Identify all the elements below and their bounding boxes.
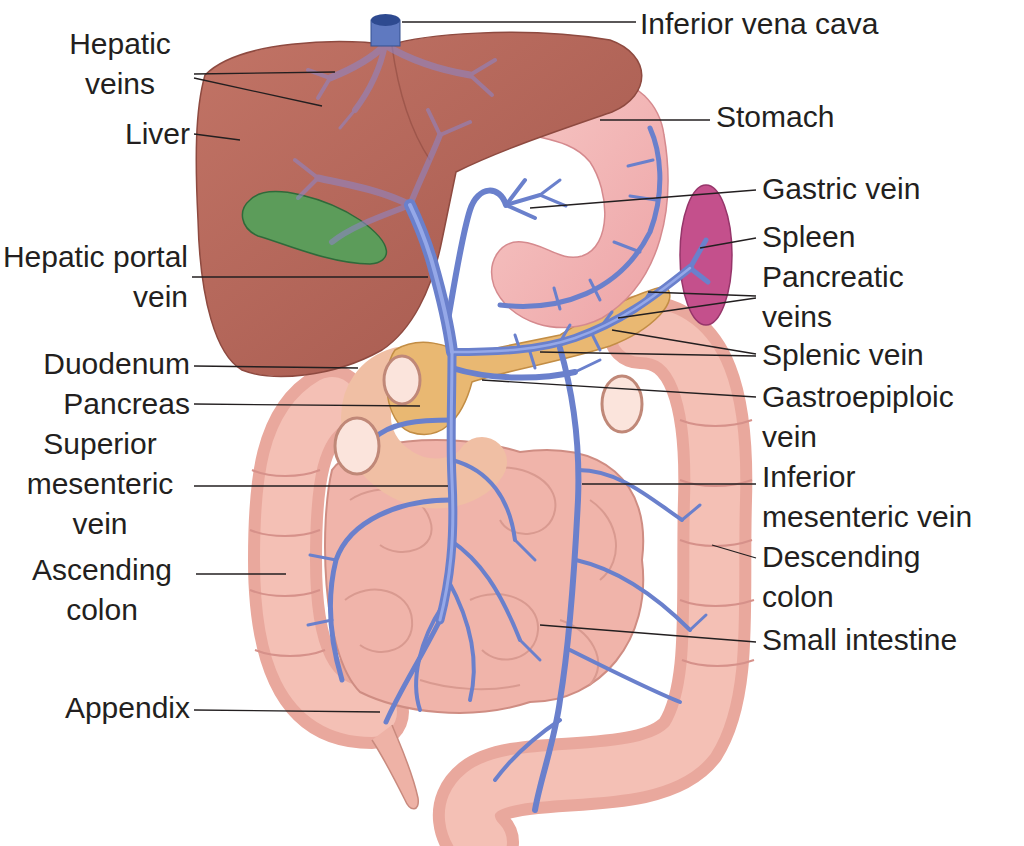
part-label: Inferior mesenteric vein xyxy=(762,457,992,537)
part-label: Gastroepiploic vein xyxy=(762,377,1002,457)
hepatic-vein-branches xyxy=(308,45,495,128)
part-label: Splenic vein xyxy=(762,335,924,375)
portal-vein-highlight xyxy=(410,205,690,620)
cut-openings xyxy=(335,356,642,474)
part-label: Pancreatic veins xyxy=(762,257,937,337)
portal-branches-in-liver xyxy=(295,110,470,242)
large-intestine xyxy=(250,332,754,842)
part-label: Hepatic veins xyxy=(50,24,190,104)
part-label: Pancreas xyxy=(2,384,190,424)
part-label: Small intestine xyxy=(762,620,957,660)
part-label: Ascending colon xyxy=(2,550,202,630)
part-label: Stomach xyxy=(716,97,834,137)
part-label: Appendix xyxy=(2,688,190,728)
part-label: Descending colon xyxy=(762,537,982,617)
portal-veins xyxy=(308,128,708,810)
part-label: Hepatic portal vein xyxy=(2,237,188,317)
part-label: Duodenum xyxy=(2,344,190,384)
vena-cava-opening xyxy=(371,14,400,26)
leader-lines xyxy=(192,22,756,712)
appendix xyxy=(372,725,418,809)
spleen xyxy=(680,185,732,325)
part-label: Inferior vena cava xyxy=(640,4,878,44)
duodenum-opening xyxy=(384,356,420,404)
part-label: Spleen xyxy=(762,217,855,257)
part-label: Liver xyxy=(2,114,190,154)
gallbladder xyxy=(242,192,386,264)
part-label: Gastric vein xyxy=(762,169,920,209)
inferior-vena-cava xyxy=(371,14,400,46)
colon-opening xyxy=(602,376,642,432)
colon-opening xyxy=(335,418,379,474)
part-label: Superior mesenteric vein xyxy=(10,424,190,544)
